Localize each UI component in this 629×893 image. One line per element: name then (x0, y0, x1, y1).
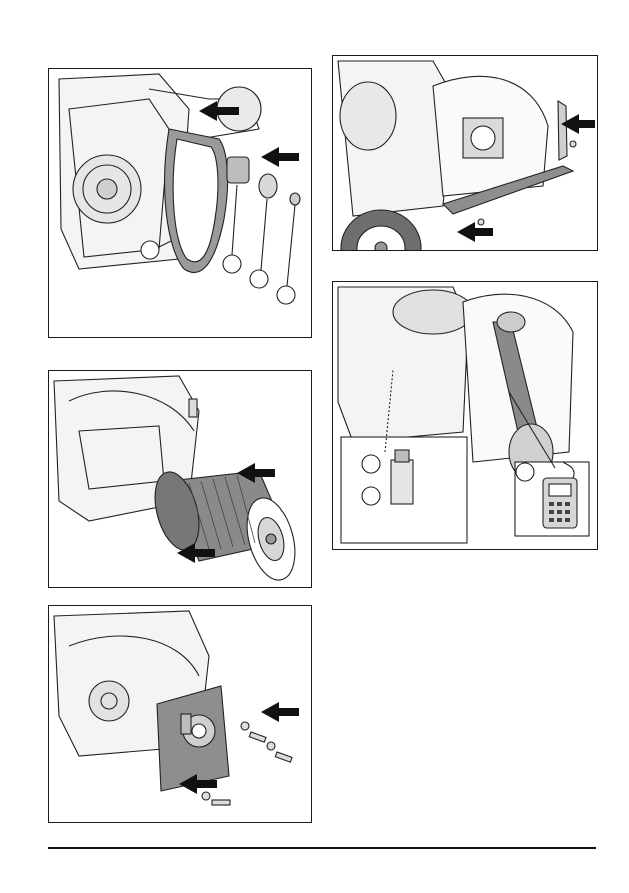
side-plate-illustration (333, 56, 597, 250)
belt-removal-illustration (49, 69, 311, 337)
figure-belt-tension (332, 281, 598, 550)
drum-removal-illustration (49, 371, 311, 587)
plate-mount-illustration (49, 606, 311, 822)
figure-belt-removal (48, 68, 312, 338)
figure-side-plate (332, 55, 598, 251)
figure-drum-removal (48, 370, 312, 588)
footer-rule (48, 847, 596, 849)
figure-plate-mount (48, 605, 312, 823)
belt-tension-illustration (333, 282, 597, 549)
